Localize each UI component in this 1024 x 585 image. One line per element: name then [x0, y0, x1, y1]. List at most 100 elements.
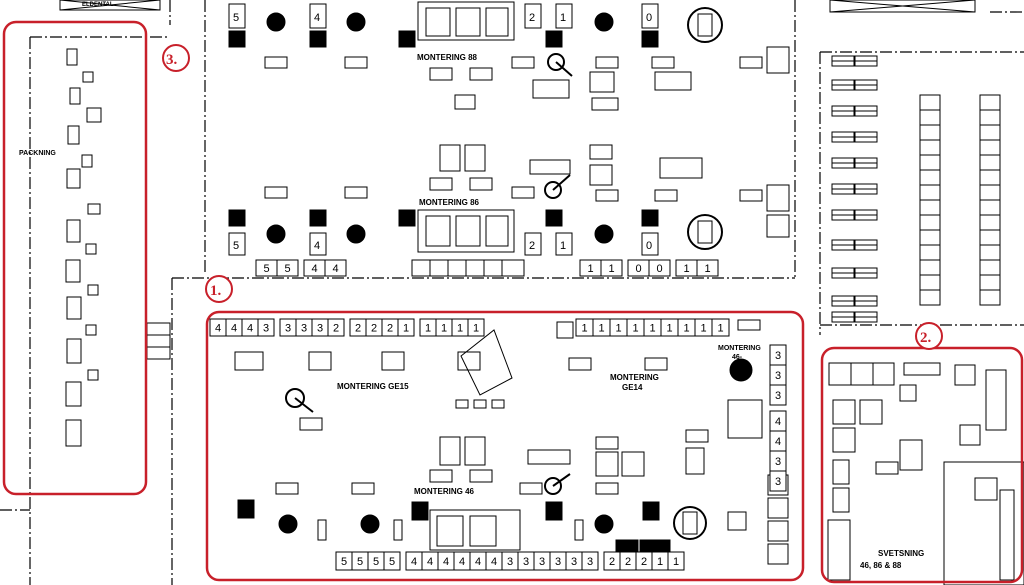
bin-number: 0 [656, 263, 662, 275]
packing-station [87, 284, 99, 296]
workbench [659, 157, 703, 179]
storage-rack-cell [919, 94, 941, 111]
bin-cell [711, 318, 730, 337]
bin-number: 3 [285, 323, 291, 335]
operator-station [266, 224, 286, 244]
pallet [591, 97, 619, 111]
storage-rack-cell [919, 109, 941, 126]
bin-number: 5 [341, 556, 347, 568]
zone-1-area [234, 319, 789, 571]
bin-number: 5 [233, 240, 239, 252]
bin-number: 3 [263, 323, 269, 335]
storage-rack-cell [979, 229, 1001, 246]
turntable-fixture [697, 13, 713, 37]
bin-number: 2 [529, 12, 535, 24]
bin-number: 3 [523, 556, 529, 568]
bin-cell [327, 318, 345, 337]
pallet [469, 177, 493, 191]
packing-station [85, 324, 97, 336]
tall-bin-numbers-top: 5 4 2 1 0 5 4 2 1 0 [233, 12, 652, 252]
zone-1-marker-circle[interactable] [205, 275, 233, 303]
post [317, 519, 327, 541]
tall-bin [641, 232, 659, 256]
turntable-fixture [697, 220, 713, 244]
bin-number: 4 [311, 263, 317, 275]
storage-rack-cell [919, 244, 941, 261]
packing-conveyor [146, 322, 171, 360]
bin-number: 2 [387, 323, 393, 335]
storage-rack-cell [919, 274, 941, 291]
machine-block [398, 30, 416, 48]
pallet [429, 469, 453, 483]
bin-number: 4 [332, 263, 338, 275]
bin-number: 4 [775, 436, 781, 448]
assembly-fixture [425, 215, 451, 247]
bin-number: 1 [673, 556, 679, 568]
packing-station [86, 107, 102, 123]
operator-station [266, 12, 286, 32]
packning-area [65, 48, 171, 447]
tall-bin [309, 232, 327, 256]
welding-station [954, 364, 976, 386]
pallet [595, 436, 619, 450]
tall-bin [228, 232, 246, 256]
assembly-fixture [455, 215, 481, 247]
bin-number: 4 [231, 323, 237, 335]
operator-station [278, 514, 298, 534]
bin-number: 4 [314, 240, 320, 252]
rack [766, 46, 790, 74]
storage-rack-cell [919, 184, 941, 201]
robot-arm [552, 473, 571, 487]
machine-block [237, 499, 255, 519]
zone-1-marker: 1. [210, 283, 222, 299]
welding-cell [899, 439, 923, 471]
storage-rack-cell [919, 139, 941, 156]
machine-block [545, 30, 563, 48]
pallet [739, 56, 763, 69]
zone-markers: 3. 1. 2. [162, 44, 943, 350]
tall-bin [524, 232, 542, 256]
crossed-box-line [829, 0, 976, 13]
bin-cell [467, 318, 485, 337]
bin-number: 5 [389, 556, 395, 568]
post [393, 519, 403, 541]
zone-3-outline[interactable] [2, 20, 148, 496]
packing-station [81, 154, 93, 168]
storage-racks-right [831, 55, 1001, 323]
storage-rack-cell [919, 154, 941, 171]
machine-block [228, 209, 246, 227]
welding-cell [985, 369, 1007, 431]
workbench [589, 164, 613, 186]
bin-number: 5 [357, 556, 363, 568]
tall-bin [555, 232, 573, 256]
bin-cell [600, 259, 623, 277]
zone-2-marker-circle[interactable] [915, 322, 943, 350]
conveyor-row [411, 259, 525, 277]
bin-number: 2 [641, 556, 647, 568]
bin-cell [648, 259, 671, 277]
bin-number: 2 [333, 323, 339, 335]
assembly-cell [417, 1, 515, 41]
packing-station [69, 87, 81, 105]
assembly-cell [429, 509, 521, 551]
robot [544, 181, 562, 199]
bin-number: 0 [635, 263, 641, 275]
bin-number: 1 [598, 323, 604, 335]
storage-rack-cell [979, 124, 1001, 141]
rack [827, 519, 851, 581]
zone-3-marker-circle[interactable] [162, 44, 190, 72]
machine-block [641, 30, 659, 48]
pallet [903, 362, 941, 376]
packing-station [65, 419, 82, 447]
bin-number: 5 [233, 12, 239, 24]
bin-cell [581, 551, 599, 571]
zone-2-marker: 2. [920, 330, 932, 346]
safety-fence [460, 329, 513, 396]
zone-1-outline[interactable] [205, 310, 805, 582]
bin-number: 1 [683, 323, 689, 335]
bin-cell [324, 259, 347, 277]
pallet [264, 56, 288, 69]
